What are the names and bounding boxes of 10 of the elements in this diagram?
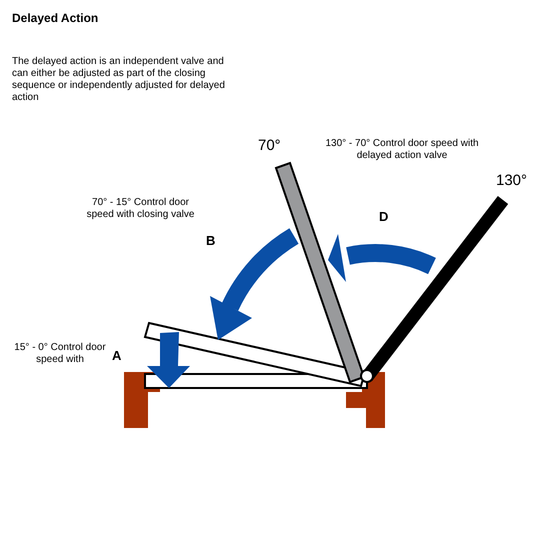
stage-note: 15° - 0° Control door speed with <box>14 342 106 366</box>
description-text: The delayed action is an independent valve and can either be adjusted as part of the closing sequence or independently adjusted for delayed action <box>12 56 226 104</box>
stage-letter: A <box>112 347 122 365</box>
stage-note: 70° - 15° Control door speed with closing valve <box>86 197 196 221</box>
title: Delayed Action <box>12 10 98 27</box>
angle-label: 70° <box>258 136 282 156</box>
stage-note: 130° - 70° Control door speed with delayed action valve <box>324 138 480 162</box>
stage-letter: B <box>206 232 216 250</box>
stage-letter: D <box>379 208 390 226</box>
angle-label: 130° <box>496 171 528 191</box>
